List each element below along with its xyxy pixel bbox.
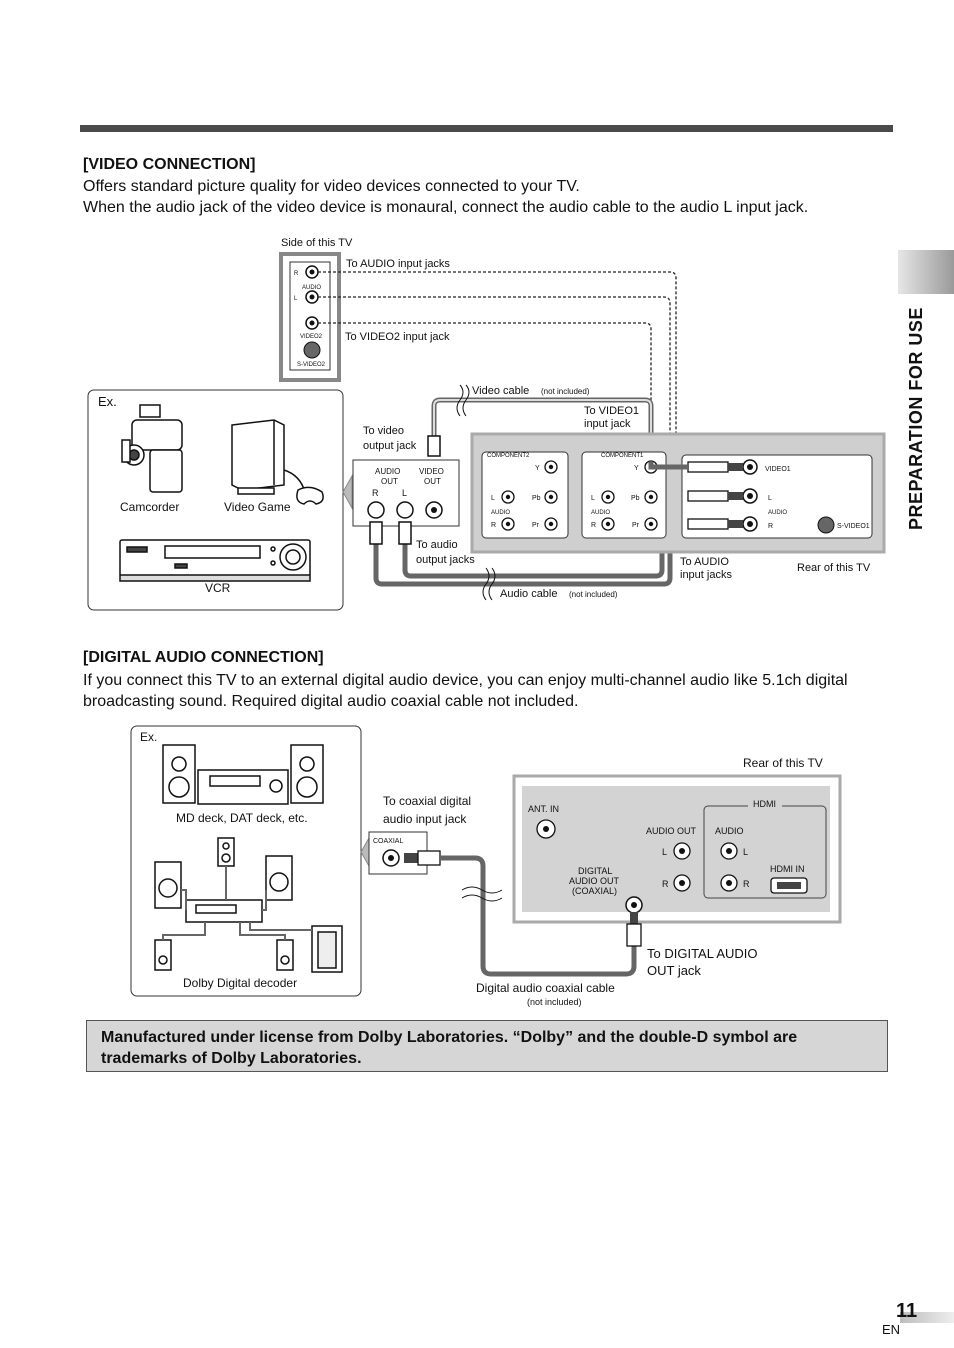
camcorder-label: Camcorder [120, 500, 179, 514]
svg-text:COMPONENT2: COMPONENT2 [487, 453, 530, 459]
svg-text:Pb: Pb [532, 495, 541, 502]
svg-text:AUDIO: AUDIO [375, 467, 400, 476]
vcr-label: VCR [205, 581, 231, 595]
svg-text:To coaxial digital: To coaxial digital [383, 794, 471, 808]
svg-text:COMPONENT1: COMPONENT1 [601, 453, 644, 459]
svg-text:To video: To video [363, 425, 404, 437]
digital-connection-line1: If you connect this TV to an external di… [83, 672, 848, 689]
svg-text:Y: Y [535, 465, 540, 472]
svg-text:audio input jack: audio input jack [383, 812, 467, 826]
md-deck-label: MD deck, DAT deck, etc. [176, 811, 308, 825]
svg-text:HDMI IN: HDMI IN [770, 864, 805, 874]
svg-text:L: L [662, 847, 667, 857]
to-audio-inputs-label: To AUDIO input jacks [346, 258, 450, 270]
section-tab [898, 250, 954, 294]
svg-text:VIDEO2: VIDEO2 [300, 334, 323, 340]
svg-text:Pr: Pr [532, 522, 540, 529]
svg-text:R: R [662, 879, 669, 889]
video-connection-diagram: Side of this TV R AUDIO L VIDEO2 S-VIDEO… [87, 237, 886, 611]
dolby-decoder-label: Dolby Digital decoder [183, 976, 297, 990]
video-cable-label: Video cable [472, 385, 529, 397]
svg-text:AUDIO OUT: AUDIO OUT [646, 826, 697, 836]
svg-text:OUT jack: OUT jack [647, 963, 701, 978]
svg-text:AUDIO: AUDIO [302, 285, 321, 291]
coax-cable-label: Digital audio coaxial cable [476, 981, 615, 995]
svg-text:ANT. IN: ANT. IN [528, 804, 559, 814]
svg-text:R: R [294, 271, 299, 277]
svg-text:L: L [402, 488, 407, 498]
svg-text:(COAXIAL): (COAXIAL) [572, 886, 617, 896]
svg-text:L: L [768, 495, 772, 502]
svg-text:R: R [591, 522, 596, 529]
dolby-decoder-icon [154, 837, 343, 973]
svg-text:Y: Y [634, 465, 639, 472]
to-video2-label: To VIDEO2 input jack [345, 331, 450, 343]
svg-text:input jack: input jack [584, 418, 631, 430]
svg-text:Ex.: Ex. [140, 730, 157, 744]
page-number: 11 [896, 1300, 918, 1322]
rear-of-tv-label: Rear of this TV [797, 562, 871, 574]
svg-text:AUDIO OUT: AUDIO OUT [569, 876, 620, 886]
svg-text:(not included): (not included) [569, 590, 618, 599]
svg-text:L: L [491, 495, 495, 502]
svg-text:R: R [491, 522, 496, 529]
vcr-icon [119, 539, 311, 582]
svg-text:To VIDEO1: To VIDEO1 [584, 405, 639, 417]
svg-text:AUDIO: AUDIO [591, 510, 610, 516]
svg-text:AUDIO: AUDIO [715, 826, 744, 836]
svg-text:OUT: OUT [424, 477, 441, 486]
svg-text:HDMI: HDMI [753, 799, 776, 809]
svg-text:To audio: To audio [416, 539, 458, 551]
audio-cable-label: Audio cable [500, 588, 558, 600]
video-game-icon [231, 419, 324, 505]
svg-text:(not included): (not included) [541, 387, 590, 396]
svg-text:L: L [294, 296, 298, 302]
md-deck-icon [162, 744, 324, 805]
digital-connection-line2: broadcasting sound. Required digital aud… [83, 693, 579, 710]
svg-text:(not included): (not included) [527, 997, 582, 1007]
svg-text:AUDIO: AUDIO [768, 510, 787, 516]
svg-text:R: R [768, 523, 773, 530]
video-connection-heading: [VIDEO CONNECTION] [83, 156, 256, 173]
svg-text:R: R [372, 488, 379, 498]
side-of-tv-label: Side of this TV [281, 237, 353, 249]
svg-text:S-VIDEO2: S-VIDEO2 [297, 362, 326, 368]
svg-text:VIDEO1: VIDEO1 [765, 466, 791, 473]
video-connection-line1: Offers standard picture quality for vide… [83, 178, 580, 195]
rear-of-tv-label-2: Rear of this TV [743, 756, 823, 770]
digital-connection-heading: [DIGITAL AUDIO CONNECTION] [83, 649, 324, 666]
svg-text:To AUDIO: To AUDIO [680, 556, 729, 568]
svg-text:OUT: OUT [381, 477, 398, 486]
svg-text:output jacks: output jacks [416, 554, 475, 566]
camcorder-icon [121, 404, 183, 493]
svg-text:VIDEO: VIDEO [419, 467, 444, 476]
video-game-label: Video Game [224, 500, 291, 514]
svg-text:L: L [591, 495, 595, 502]
dolby-trademark-note: Manufactured under license from Dolby La… [86, 1020, 888, 1072]
svg-text:Ex.: Ex. [98, 394, 117, 409]
digital-audio-diagram: Ex. MD deck, DAT deck, etc. Dolby Digita… [130, 725, 842, 1007]
svg-text:output jack: output jack [363, 440, 417, 452]
svg-text:input jacks: input jacks [680, 569, 732, 581]
svg-text:R: R [743, 879, 750, 889]
svg-text:DIGITAL: DIGITAL [578, 866, 612, 876]
svg-text:AUDIO: AUDIO [491, 510, 510, 516]
top-rule [80, 125, 893, 132]
video-connection-line2: When the audio jack of the video device … [83, 199, 809, 216]
svg-text:COAXIAL: COAXIAL [373, 838, 403, 845]
svg-text:Pr: Pr [632, 522, 640, 529]
language-code: EN [882, 1322, 901, 1337]
coaxial-cable [440, 855, 637, 977]
svg-text:To DIGITAL AUDIO: To DIGITAL AUDIO [647, 946, 758, 961]
svg-text:L: L [743, 847, 748, 857]
svg-text:Pb: Pb [631, 495, 640, 502]
side-svideo2-jack [303, 341, 321, 359]
svg-text:S-VIDEO1: S-VIDEO1 [837, 523, 870, 530]
